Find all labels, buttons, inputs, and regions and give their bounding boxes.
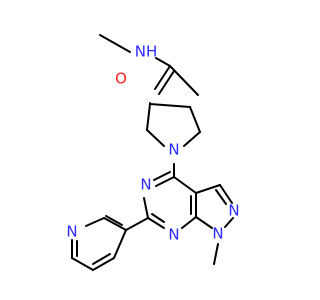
atom-pyrazole-n2: N bbox=[228, 202, 239, 220]
bond-n2-n1 bbox=[224, 217, 234, 228]
bond-c6-n7-d bbox=[151, 213, 165, 223]
bond-py-1d bbox=[105, 215, 123, 226]
atom-amide-nh: NH bbox=[135, 43, 158, 61]
bond-c4-n5 bbox=[155, 176, 175, 187]
bond-n7-c7a bbox=[181, 216, 197, 229]
bond-py-1 bbox=[103, 217, 127, 231]
bond-n1-c7a bbox=[195, 216, 213, 229]
bond-c4-n5-d bbox=[153, 171, 171, 181]
bond-co-1 bbox=[154, 65, 171, 90]
bond-n5-c6 bbox=[143, 197, 149, 219]
bond-c3a-c3 bbox=[195, 184, 221, 194]
molecule-structure: NH O N N N N N N bbox=[66, 34, 240, 271]
bond-py-5 bbox=[92, 257, 115, 271]
atom-pyridine-n: N bbox=[66, 223, 77, 241]
bond-pyr-b bbox=[146, 129, 165, 147]
bond-c3-n2 bbox=[219, 184, 233, 204]
atom-pyrazole-n1: N bbox=[212, 225, 223, 243]
bond-n1-methyl bbox=[213, 243, 219, 265]
atom-pyrrolidine-n: N bbox=[168, 141, 179, 159]
bond-py-6 bbox=[113, 229, 127, 259]
molecule-drawing: NH O N N N N N N bbox=[66, 34, 240, 271]
bond-c6-pyridine bbox=[125, 217, 149, 231]
bond-py-4 bbox=[71, 257, 94, 271]
bond-c3-n2-d bbox=[215, 189, 227, 205]
bond-c-c3 bbox=[169, 65, 199, 96]
bond-c4-c3a bbox=[173, 176, 197, 194]
atom-pyrimidine-n-upper: N bbox=[140, 176, 151, 194]
bond-co-2 bbox=[158, 70, 175, 95]
bond-pyr-e bbox=[149, 103, 191, 108]
bond-pyr-c bbox=[183, 131, 201, 147]
bond-py-2 bbox=[85, 217, 105, 227]
bond-pyr-a bbox=[146, 103, 151, 131]
bond-nmethyl bbox=[99, 34, 131, 53]
atom-carbonyl-oxygen: O bbox=[115, 70, 127, 88]
atom-pyrimidine-n-lower: N bbox=[168, 226, 179, 244]
bond-py-5d bbox=[92, 253, 111, 265]
bond-nh-c bbox=[155, 57, 171, 67]
bond-pyr-d bbox=[189, 106, 201, 133]
bond-c6-n7 bbox=[147, 217, 165, 229]
